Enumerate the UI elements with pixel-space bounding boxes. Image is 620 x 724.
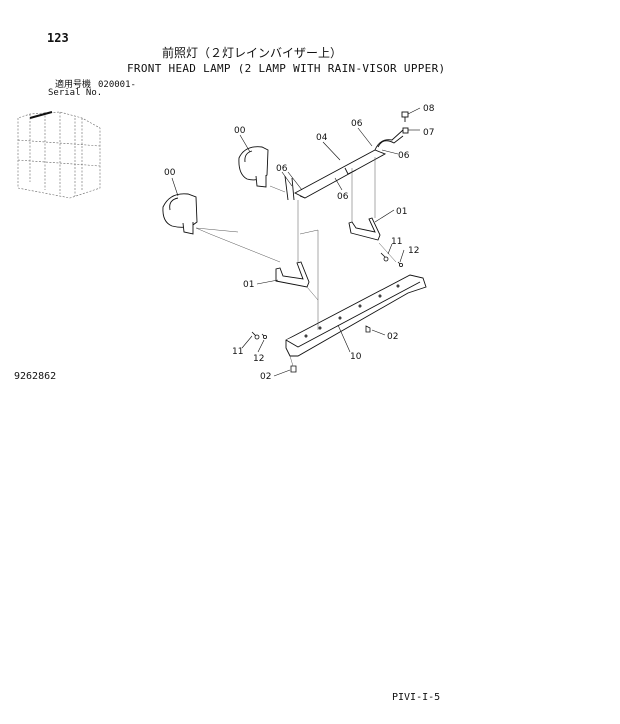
callout-clip-left: 06 (276, 164, 288, 174)
callout-lamp-left: 00 (164, 168, 176, 178)
callout-washer-right: 12 (408, 246, 419, 256)
bracket-right (348, 217, 381, 241)
locator-highlight (29, 111, 53, 119)
bracket-left (275, 261, 310, 288)
title-english: FRONT HEAD LAMP (2 LAMP WITH RAIN-VISOR … (127, 62, 446, 75)
callout-harness: 04 (316, 133, 328, 143)
callout-clip-top: 06 (351, 119, 363, 129)
locator-thumbnail (17, 111, 101, 199)
callout-bracket-right: 01 (396, 207, 407, 217)
fasteners (251, 252, 403, 373)
callout-clip-right: 06 (398, 151, 410, 161)
title-japanese: 前照灯（２灯レインバイザー上） (162, 46, 343, 60)
sheet-reference: PIVI-I-5 (392, 692, 441, 703)
callout-connector: 08 (423, 104, 435, 114)
serial-value: 020001- (98, 80, 136, 90)
page-number: 123 (47, 31, 69, 45)
callout-bracket-left: 01 (243, 280, 254, 290)
callout-visor: 10 (350, 352, 362, 362)
leader-lines (171, 107, 421, 377)
assembly-guides (195, 157, 397, 367)
callout-nut-right: 02 (387, 332, 398, 342)
callout-labels: 00 00 04 06 06 06 06 01 01 08 07 11 12 1… (164, 104, 435, 382)
callout-bolt-left: 11 (232, 347, 243, 357)
callout-clip-lower: 06 (337, 192, 349, 202)
lamp-right (238, 146, 269, 188)
serial-label-japanese: 適用号機 (55, 80, 92, 90)
wire-harness (284, 129, 404, 201)
lamp-left (162, 193, 198, 235)
rain-visor-beam (285, 274, 427, 357)
drawing-number: 9262862 (14, 371, 57, 382)
connector-top (401, 111, 409, 134)
callout-bolt-right: 11 (391, 237, 402, 247)
callout-washer-left: 12 (253, 354, 264, 364)
serial-label-english: Serial No. (48, 88, 103, 98)
callout-grommet: 07 (423, 128, 434, 138)
callout-nut-bottom: 02 (260, 372, 271, 382)
callout-lamp-right: 00 (234, 126, 246, 136)
